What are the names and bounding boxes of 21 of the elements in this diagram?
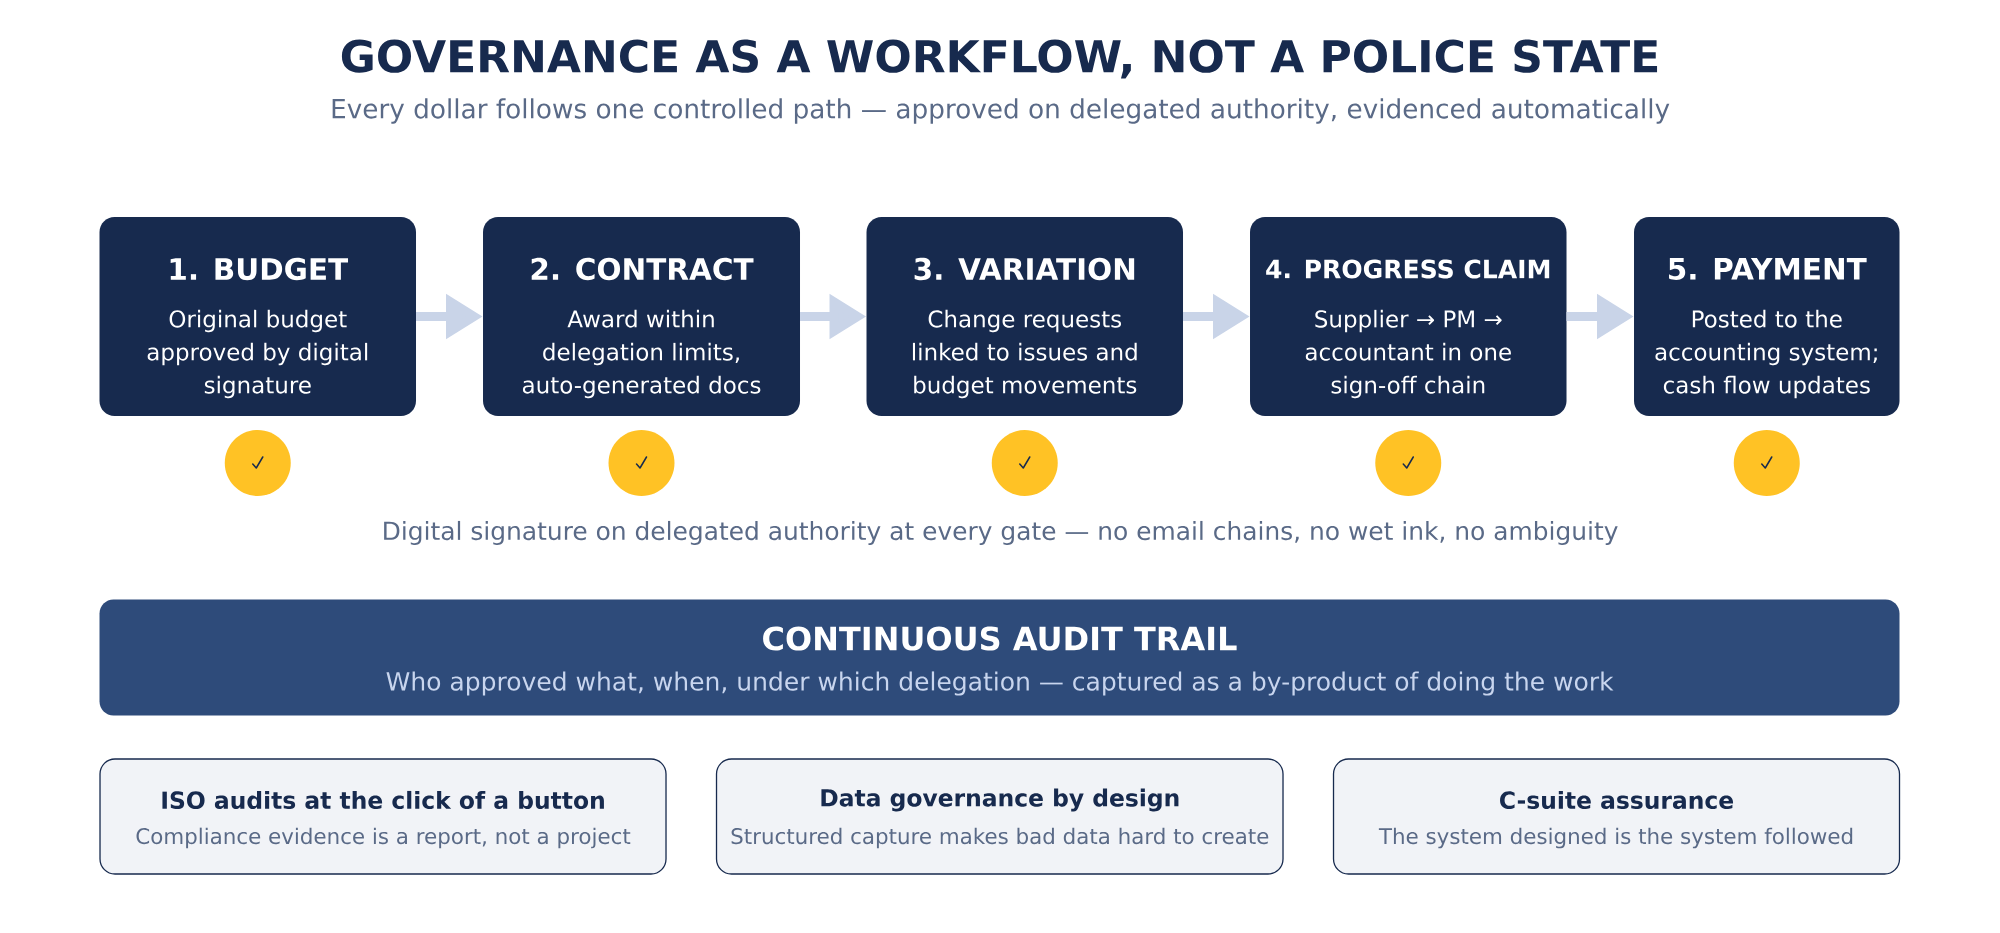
card-title: C-suite assurance — [1500, 790, 1733, 810]
step-title: 2. CONTRACT — [531, 257, 754, 281]
card-text: Structured capture makes bad data hard to create — [731, 827, 1269, 849]
banner-text: Who approved what, when, under which delegation — captured as a by-product of doing the work — [386, 671, 1614, 696]
step-title: 5. PAYMENT — [1669, 258, 1867, 280]
step-description: Supplier → PM → accountant in one sign-off chain — [1305, 309, 1511, 399]
subtitle: Every dollar follows one controlled path — approved on delegated authority, evidenced automatically — [332, 98, 1670, 124]
step-description: Award within delegation limits, auto-generated docs — [522, 309, 761, 399]
step-title: 1. BUDGET — [170, 257, 348, 281]
card-text: The system designed is the system followed — [1378, 827, 1853, 849]
card-title: ISO audits at the click of a button — [162, 790, 604, 810]
note-text: Digital signature on delegated authority at every gate — no email chains, no wet ink, no ambiguity — [384, 520, 1618, 546]
step-title: 3. VARIATION — [914, 257, 1135, 281]
card-title: Data governance by design — [821, 788, 1179, 812]
card-text: Compliance evidence is a report, not a project — [136, 827, 631, 849]
step-description: Posted to the accounting system; cash flow updates — [1655, 309, 1877, 399]
step-description: Original budget approved by digital signature — [147, 309, 368, 399]
step-title: 4. PROGRESS CLAIM — [1266, 259, 1550, 279]
step-description: Change requests linked to issues and budget movements — [912, 309, 1137, 399]
title: GOVERNANCE AS A WORKFLOW, NOT A POLICE STATE — [341, 39, 1658, 79]
banner-title: CONTINUOUS AUDIT TRAIL — [763, 626, 1237, 651]
